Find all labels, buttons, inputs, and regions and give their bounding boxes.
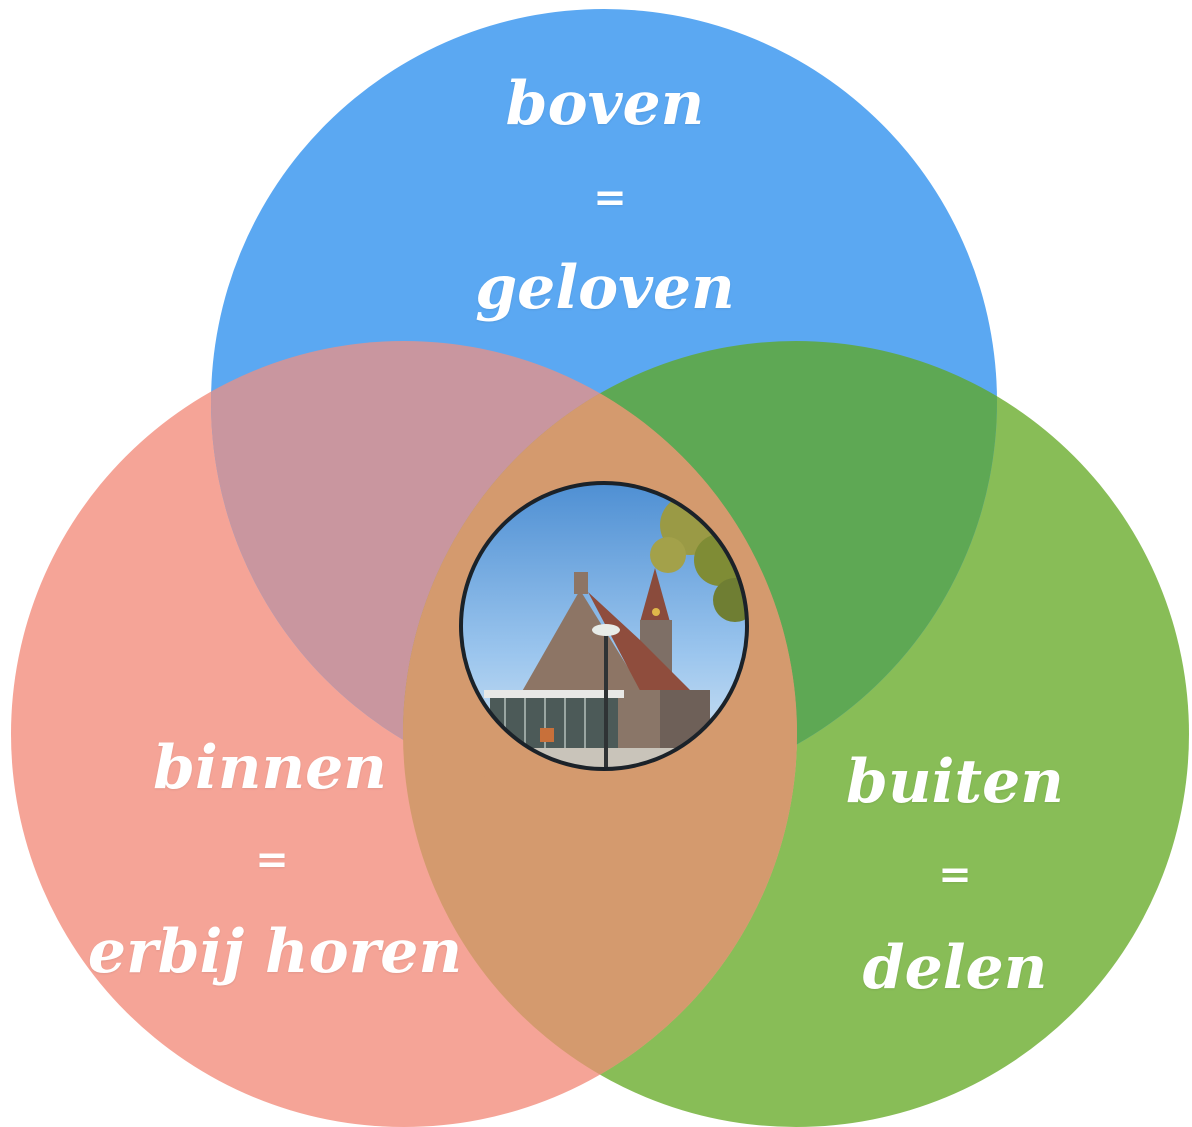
label-top-equals: = xyxy=(560,178,660,218)
label-left-equals: = xyxy=(222,840,322,880)
label-right-word: buiten xyxy=(810,752,1100,812)
label-top-meaning: geloven xyxy=(440,258,770,318)
label-top-word: boven xyxy=(460,74,750,134)
label-left-meaning: erbij horen xyxy=(80,922,470,982)
label-right-meaning: delen xyxy=(810,938,1100,998)
label-right-equals: = xyxy=(905,855,1005,895)
label-left-word: binnen xyxy=(120,738,420,798)
